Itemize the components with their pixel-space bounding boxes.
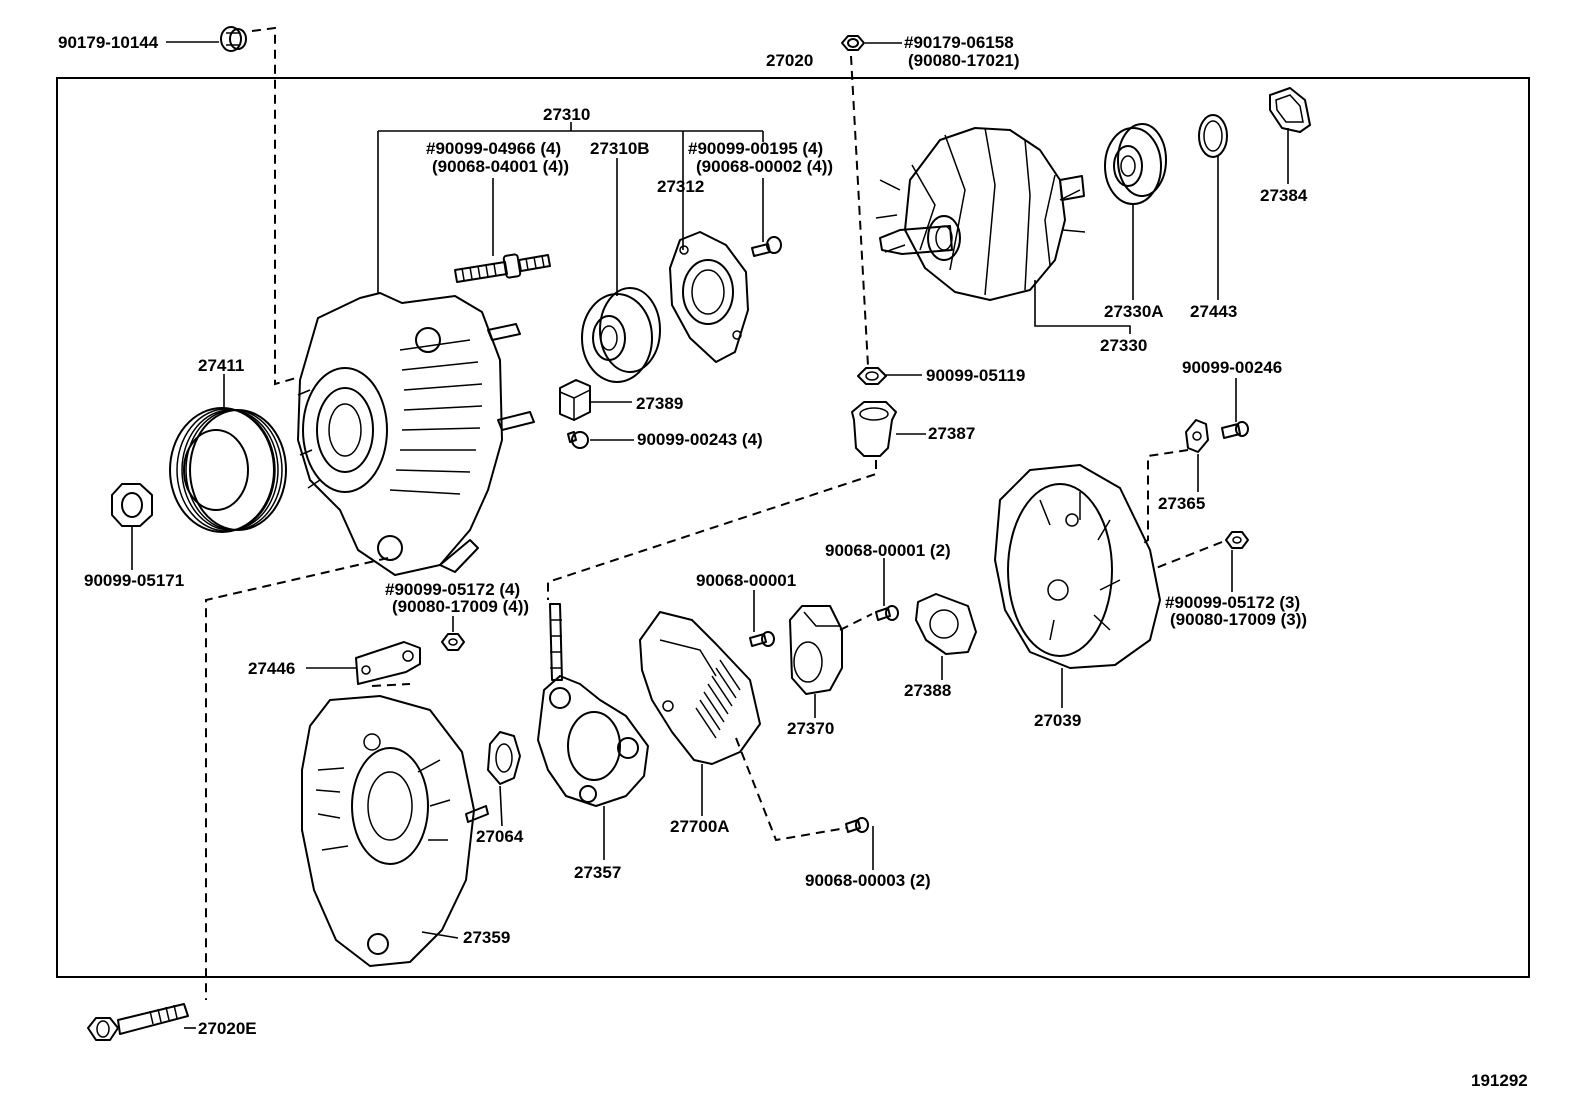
callout-27039: 27039	[1034, 711, 1081, 730]
dash-nut-27039	[1155, 541, 1223, 569]
dash-bolt-to-frame	[251, 26, 297, 386]
rectifier-27357[interactable]	[537, 603, 649, 807]
callout-27443: 27443	[1190, 302, 1237, 321]
bearing-27330a[interactable]	[1104, 123, 1167, 205]
plate-27365[interactable]	[1185, 419, 1209, 453]
callout-27359: 27359	[463, 928, 510, 947]
callout-90080-17021: (90080-17021)	[908, 51, 1020, 70]
callout-27310: 27310	[543, 105, 590, 124]
insulator-27387[interactable]	[851, 401, 897, 457]
nut-90099-05172-4[interactable]	[441, 633, 465, 651]
assembly-frame	[56, 77, 1530, 978]
callout-90099-00243: 90099-00243 (4)	[637, 430, 763, 449]
callout-90179-10144: 90179-10144	[58, 33, 159, 52]
callout-90099-04966: #90099-04966 (4)	[426, 139, 561, 158]
callout-90080-17009-3: (90080-17009 (3))	[1170, 610, 1307, 629]
screw-90068-00001-2[interactable]	[875, 605, 899, 621]
dash-nut-to-insulator	[850, 55, 869, 367]
callout-90179-06158: #90179-06158	[904, 33, 1014, 52]
callout-90099-00195: #90099-00195 (4)	[688, 139, 823, 158]
through-bolt-27020e[interactable]	[87, 1003, 189, 1041]
terminal-27446[interactable]	[355, 641, 421, 685]
callout-90099-05172-3: #90099-05172 (3)	[1165, 593, 1300, 612]
callout-27357: 27357	[574, 863, 621, 882]
callout-27388: 27388	[904, 681, 951, 700]
callout-27446: 27446	[248, 659, 295, 678]
callout-90068-00001: 90068-00001	[696, 571, 796, 590]
callout-90099-05119: 90099-05119	[926, 366, 1025, 385]
dash-frame-to-through-bolt	[205, 557, 389, 1000]
brush-holder-27370[interactable]	[789, 605, 843, 695]
terminal-insulator-27389[interactable]	[559, 379, 591, 421]
nut-90179-06158[interactable]	[841, 35, 865, 51]
ring-27443[interactable]	[1198, 114, 1228, 158]
retainer-plate-27312[interactable]	[669, 231, 749, 363]
callout-90068-04001: (90068-04001 (4))	[432, 157, 569, 176]
callout-90099-05171: 90099-05171	[84, 571, 184, 590]
callout-90068-00003: 90068-00003 (2)	[805, 871, 931, 890]
callout-90080-17009-4: (90080-17009 (4))	[392, 597, 529, 616]
callout-27384: 27384	[1260, 186, 1308, 205]
cover-27384[interactable]	[1269, 87, 1311, 133]
nut-90099-05172-3[interactable]	[1225, 531, 1249, 549]
rear-end-frame-27359[interactable]	[301, 695, 489, 967]
screw-90099-00195[interactable]	[751, 236, 782, 257]
bearing-27310b[interactable]	[581, 287, 661, 383]
nut-90099-05119[interactable]	[857, 367, 887, 385]
callout-27312: 27312	[657, 177, 704, 196]
dash-terminal-frame	[371, 683, 411, 687]
callout-90099-05172-4: #90099-05172 (4)	[385, 580, 520, 599]
callout-27064: 27064	[476, 827, 524, 846]
cover-27388[interactable]	[915, 593, 977, 655]
screw-90099-00246[interactable]	[1221, 421, 1249, 439]
rear-end-cover-27039[interactable]	[994, 464, 1161, 669]
callout-90068-00002: (90068-00002 (4))	[696, 157, 833, 176]
leader-lines	[131, 41, 1289, 1029]
callout-27370: 27370	[787, 719, 834, 738]
callout-27365: 27365	[1158, 494, 1205, 513]
pulley-27411[interactable]	[169, 407, 287, 533]
callout-27020e: 27020E	[198, 1019, 257, 1038]
stud-bolt-90099-04966[interactable]	[454, 253, 551, 283]
bolt-90179-10144[interactable]	[220, 26, 247, 52]
regulator-27700a[interactable]	[639, 611, 761, 765]
callout-27020: 27020	[766, 51, 813, 70]
drawing-number: 191292	[1471, 1071, 1528, 1090]
callout-90068-00001-2: 90068-00001 (2)	[825, 541, 951, 560]
callout-27330a: 27330A	[1104, 302, 1164, 321]
callout-27389: 27389	[636, 394, 683, 413]
rotor-27330[interactable]	[875, 127, 1086, 301]
insulator-27064[interactable]	[487, 731, 521, 785]
screw-90068-00003[interactable]	[845, 817, 869, 833]
screw-90068-00001[interactable]	[749, 631, 775, 647]
dash-plate-27365	[1139, 449, 1189, 547]
screw-90099-00243[interactable]	[567, 431, 589, 449]
callout-27330: 27330	[1100, 336, 1147, 355]
callout-27411: 27411	[198, 356, 244, 375]
callout-90099-00246: 90099-00246	[1182, 358, 1282, 377]
dash-insulator-to-rectifier	[547, 460, 877, 600]
dash-regulator-screw	[735, 737, 847, 842]
dash-screw-holder	[839, 613, 873, 631]
callout-27387: 27387	[928, 424, 975, 443]
callout-27700a: 27700A	[670, 817, 730, 836]
nut-90099-05171[interactable]	[111, 483, 153, 527]
drive-end-frame-27310[interactable]	[297, 292, 535, 576]
callout-27310b: 27310B	[590, 139, 650, 158]
